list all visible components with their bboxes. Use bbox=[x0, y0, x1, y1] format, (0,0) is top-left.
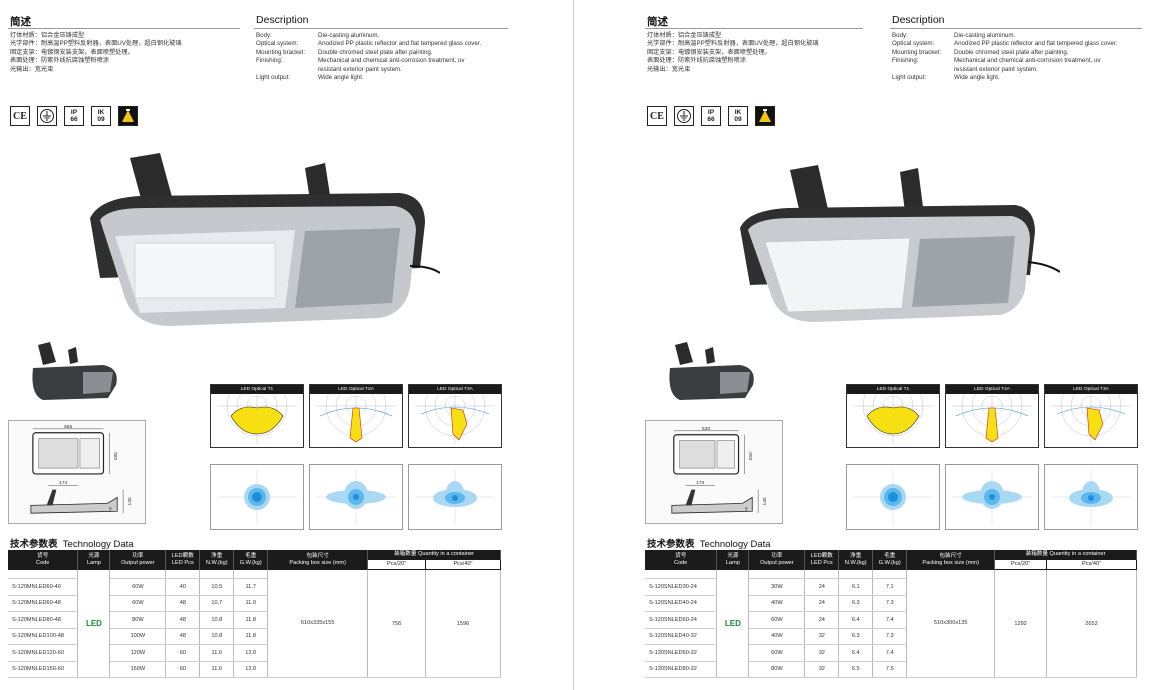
dim-height-label: 280 bbox=[113, 452, 119, 460]
summary-line: 光学部件：耐高温PP塑料反射器，表面UV处理，超白钢化玻璃 bbox=[10, 40, 182, 48]
summary-line: 固定支架：电镀钢安装支架，表面喷塑处理。 bbox=[10, 48, 134, 56]
lamp-type-cell: LED bbox=[716, 569, 750, 678]
polar-diagram-t3a: LED Optical T3A bbox=[408, 375, 502, 448]
lamp-type-cell: LED bbox=[77, 569, 111, 678]
isolux-diagram-t3a bbox=[1044, 464, 1138, 530]
summary-rule bbox=[645, 28, 863, 29]
dim-base-height-label: 48 bbox=[107, 507, 112, 511]
description-title: Description bbox=[892, 14, 945, 26]
dim-side-height-label: 135 bbox=[762, 497, 768, 505]
isolux-diagram-t2a bbox=[945, 464, 1039, 530]
dim-side-height-label: 130 bbox=[127, 497, 133, 505]
summary-rule bbox=[8, 28, 240, 29]
pcs20-cell: 756 bbox=[367, 569, 427, 678]
catalog-page-left: 简述 灯体材质：铝合金压铸成型 光学部件：耐高温PP塑料反射器，表面UV处理，超… bbox=[8, 0, 568, 690]
dim-height-label: 250 bbox=[748, 452, 754, 460]
dimension-drawing: 530 250 174 135 48 bbox=[645, 420, 783, 524]
box-size-cell: 510x300x135 bbox=[906, 569, 996, 678]
isolux-diagram-t1 bbox=[210, 464, 304, 530]
light-beam-icon bbox=[755, 106, 775, 126]
table-title: 技术参数表 Technology Data bbox=[10, 539, 134, 550]
ground-class-icon bbox=[674, 106, 694, 126]
summary-line: 光输出：宽光束 bbox=[10, 65, 54, 73]
dim-base-height-label: 48 bbox=[743, 507, 748, 511]
ce-mark-icon: CE bbox=[647, 106, 667, 126]
summary-title: 简述 bbox=[647, 16, 668, 28]
summary-specs: 灯体材质：铝合金压铸成型 光学部件：耐高温PP塑料反射器，表面UV处理，超白钢化… bbox=[647, 32, 819, 73]
dim-depth-label: 174 bbox=[59, 480, 67, 486]
dimension-drawing: 555 280 174 130 48 bbox=[8, 420, 146, 524]
pcs20-cell: 1292 bbox=[994, 569, 1048, 678]
pcs40-cell: 1596 bbox=[425, 569, 501, 678]
ce-mark-icon: CE bbox=[10, 106, 30, 126]
description-rule bbox=[890, 28, 1142, 29]
polar-diagram-t1: LED Optical T1 bbox=[210, 375, 304, 448]
light-beam-icon bbox=[118, 106, 138, 126]
optic-label: LED Optical T2A bbox=[310, 385, 402, 394]
spread-divider bbox=[573, 0, 574, 690]
dim-width-label: 530 bbox=[702, 426, 710, 432]
street-light-product-photo bbox=[90, 153, 440, 326]
summary-line: 灯体材质：铝合金压铸成型 bbox=[10, 32, 85, 39]
street-light-side-thumbnail bbox=[32, 342, 117, 400]
optic-label: LED Optical T2A bbox=[946, 385, 1038, 394]
description-specs: Body:Die-casting aluminum. Optical syste… bbox=[256, 32, 482, 82]
dim-width-label: 555 bbox=[64, 424, 72, 430]
isolux-diagram-t2a bbox=[309, 464, 403, 530]
polar-diagram-t1: LED Optical T1 bbox=[846, 375, 940, 448]
polar-diagram-t3a: LED Optical T3A bbox=[1044, 375, 1138, 448]
catalog-page-right: 简述 灯体材质：铝合金压铸成型 光学部件：耐高温PP塑料反射器，表面UV处理，超… bbox=[645, 0, 1151, 690]
summary-line: 表面处理：防紫外线抗腐蚀塑粉喷涂 bbox=[10, 57, 109, 65]
table-title: 技术参数表 Technology Data bbox=[647, 539, 771, 550]
optic-label: LED Optical T1 bbox=[211, 385, 303, 394]
optic-label: LED Optical T1 bbox=[847, 385, 939, 394]
ground-class-icon bbox=[37, 106, 57, 126]
summary-title: 简述 bbox=[10, 16, 31, 28]
isolux-diagram-t3a bbox=[408, 464, 502, 530]
street-light-side-thumbnail bbox=[669, 342, 754, 400]
description-rule bbox=[254, 28, 508, 29]
dim-depth-label: 174 bbox=[696, 480, 704, 486]
box-size-cell: 610x335x155 bbox=[267, 569, 369, 678]
pcs40-cell: 2652 bbox=[1046, 569, 1137, 678]
description-title: Description bbox=[256, 14, 309, 26]
description-specs: Body:Die-casting aluminum. Optical syste… bbox=[892, 32, 1118, 82]
optic-label: LED Optical T3A bbox=[1045, 385, 1137, 394]
isolux-diagram-t1 bbox=[846, 464, 940, 530]
optic-label: LED Optical T3A bbox=[409, 385, 501, 394]
summary-specs: 灯体材质：铝合金压铸成型 光学部件：耐高温PP塑料反射器，表面UV处理，超白钢化… bbox=[10, 32, 242, 74]
polar-diagram-t2a: LED Optical T2A bbox=[945, 375, 1039, 448]
street-light-product-photo bbox=[740, 165, 1060, 322]
polar-diagram-t2a: LED Optical T2A bbox=[309, 375, 403, 448]
